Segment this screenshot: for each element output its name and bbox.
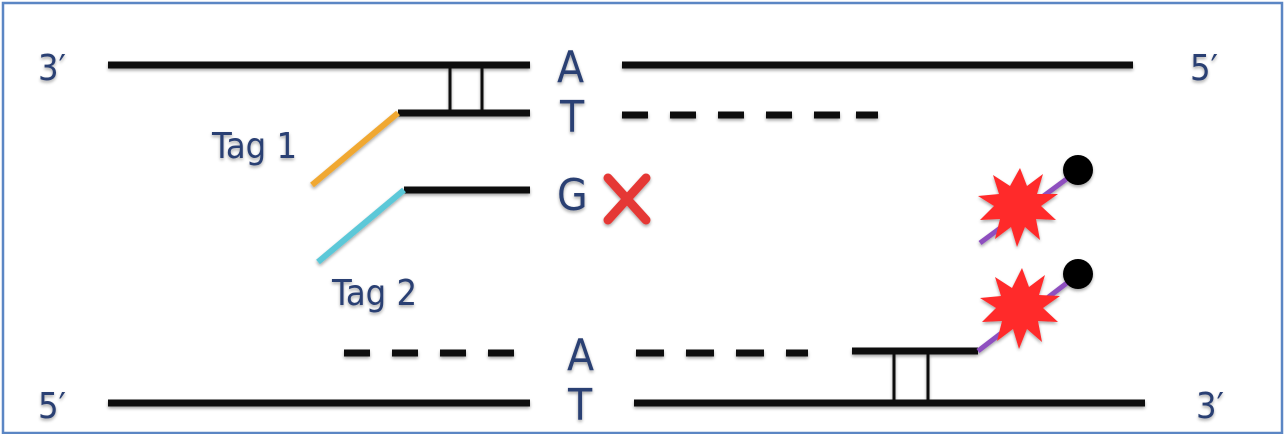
tag-1-label: Tag 1	[211, 126, 297, 167]
tag-2-line	[316, 187, 406, 265]
primer-2-base: G	[557, 170, 588, 221]
probe-unbound	[978, 155, 1093, 247]
top-strand-right-end: 5′	[1190, 48, 1218, 89]
filled-circle-icon	[1063, 259, 1093, 289]
starburst-icon	[980, 268, 1060, 349]
bottom-strand-base: T	[567, 380, 593, 431]
top-strand-base: A	[557, 42, 584, 93]
bottom-strand-right-end: 3′	[1196, 386, 1224, 427]
reverse-primer-base: A	[567, 330, 594, 381]
filled-circle-icon	[1063, 155, 1093, 185]
tag-1-line	[310, 110, 400, 188]
probe-bound	[976, 259, 1093, 353]
top-strand-left-end: 3′	[38, 48, 66, 89]
starburst-icon	[978, 168, 1058, 247]
primer-1-base: T	[559, 92, 585, 143]
x-mark-icon	[603, 173, 651, 225]
bottom-strand-left-end: 5′	[38, 386, 66, 427]
tag-2-label: Tag 2	[331, 273, 417, 314]
